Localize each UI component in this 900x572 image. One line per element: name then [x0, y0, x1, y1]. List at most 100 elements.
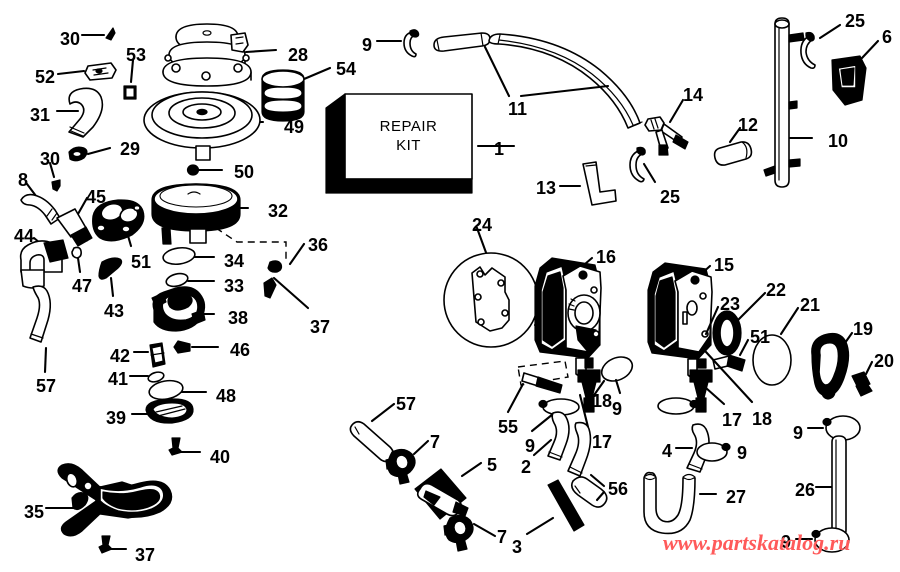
callout-18-clip: 18: [592, 391, 613, 411]
part-7-clamp-a: [385, 439, 430, 485]
callout-48-gasket: 48: [216, 386, 237, 406]
part-10-fuel-rail: [763, 17, 814, 188]
part-32-bowl: [151, 183, 250, 245]
part-11-fuel-hose-long: [433, 32, 643, 129]
callout-6-bracket: 6: [882, 27, 893, 47]
part-9-hose-clamp-right1: [806, 415, 861, 441]
part-3-spring: [525, 479, 585, 536]
part-31-hose: [55, 87, 104, 138]
part-19-float: [811, 331, 854, 400]
part-54-bellows: [261, 66, 332, 122]
part-8-hose: [20, 182, 61, 225]
callout-38-valve-body: 38: [228, 308, 249, 328]
part-47-pin: [71, 246, 82, 274]
callout-37-screw: 37: [310, 317, 331, 337]
part-57-tube-left: [29, 285, 52, 374]
part-35-pliers: [44, 463, 173, 537]
part-22-seal-ring: [712, 291, 767, 356]
callout-34-gasket: 34: [224, 251, 245, 271]
callout-12-sleeve: 12: [738, 115, 759, 135]
part-52-clamp-bracket: [56, 62, 117, 81]
callout-24-gasket-detail: 24: [472, 215, 493, 235]
part-16-carburetor-upper: [534, 256, 602, 377]
part-37-screw-upper: [263, 276, 310, 310]
part-9-hose-clamp-c3: [657, 397, 699, 415]
callout-16-carburetor-upper: 16: [596, 247, 617, 267]
callout-2-hose: 2: [521, 457, 532, 477]
callout-1-repair-kit: 1: [494, 139, 505, 159]
callout-50-screw: 50: [234, 162, 255, 182]
part-40-screw: [168, 437, 202, 456]
callout-30-screw: 30: [40, 149, 61, 169]
watermark: www.partskatalog.ru: [663, 530, 851, 555]
part-56-hose-b: [571, 473, 608, 508]
callout-28-air-silencer-cover: 28: [288, 45, 309, 65]
part-21-o-ring: [752, 306, 800, 386]
callout-45-bolt: 45: [86, 187, 107, 207]
part-45-bolt: [56, 196, 93, 247]
callout-10-fuel-rail: 10: [828, 131, 849, 151]
callout-17-fitting: 17: [722, 410, 743, 430]
part-56-hose-a: [567, 421, 592, 477]
callout-49-flame-arrestor: 49: [284, 117, 305, 137]
callout-57-tube: 57: [396, 394, 417, 414]
callout-51-bolt: 51: [131, 252, 152, 272]
callout-35-pliers-tool: 35: [24, 502, 45, 522]
callout-5-filter: 5: [487, 455, 498, 475]
part-9-hose-clamp-c4: [696, 442, 731, 462]
part-2-hose: [532, 411, 570, 461]
part-5-filter: [414, 461, 483, 520]
callout-9-hose-clamp: 9: [737, 443, 748, 463]
callout-27-u-hose: 27: [726, 487, 747, 507]
callout-53-grommet: 53: [126, 45, 147, 65]
callout-9-hose-clamp: 9: [525, 436, 536, 456]
part-34-gasket: [162, 246, 216, 266]
callout-9-hose-clamp: 9: [793, 423, 804, 443]
callout-47-pin: 47: [72, 276, 93, 296]
callout-21-o-ring: 21: [800, 295, 821, 315]
callout-25-retaining-clip: 25: [660, 187, 681, 207]
callout-41-o-ring: 41: [108, 369, 129, 389]
part-27-u-hose: [643, 471, 718, 535]
callout-55-bolt: 55: [498, 417, 519, 437]
callout-19-float: 19: [853, 319, 874, 339]
callout-43-clip: 43: [104, 301, 125, 321]
part-53-grommet: [123, 58, 137, 100]
part-49-flame-arrestor: [143, 91, 265, 161]
part-15-carburetor-lower: [647, 262, 713, 378]
callout-23-washer: 23: [720, 294, 741, 314]
callout-56-hose: 56: [608, 479, 629, 499]
part-18-fitting-upper: [577, 357, 606, 413]
part-28-air-silencer-cover: [162, 23, 278, 87]
part-29-seal: [68, 146, 112, 162]
part-1-repair-kit-box: [325, 93, 516, 194]
part-9-hose-clamp-c2: [530, 398, 580, 433]
part-57-tube-center: [349, 402, 396, 463]
callout-11-fuel-hose-long: 11: [508, 99, 528, 119]
callout-31-hose: 31: [30, 105, 51, 125]
callout-40-screw: 40: [210, 447, 231, 467]
callout-57-tube: 57: [36, 376, 57, 396]
callout-18-clip: 18: [752, 409, 773, 429]
callout-3-spring: 3: [512, 537, 523, 557]
callout-30-screw: 30: [60, 29, 81, 49]
callout-9-hose-clamp: 9: [362, 35, 373, 55]
part-30-screw-mid: [48, 161, 61, 192]
callout-7-clamp: 7: [497, 527, 508, 547]
part-55-bolt: [506, 360, 569, 414]
callout-32-bowl: 32: [268, 201, 289, 221]
callout-36-pin: 36: [308, 235, 329, 255]
callout-26-tube: 26: [795, 480, 816, 500]
callout-54-bellows: 54: [336, 59, 357, 79]
callout-20-screw: 20: [874, 351, 895, 371]
callout-39-cap: 39: [106, 408, 127, 428]
callout-52-clamp-bracket: 52: [35, 67, 56, 87]
callout-9-hose-clamp: 9: [781, 532, 792, 552]
callout-13-bracket-l: 13: [536, 178, 557, 198]
part-18-fitting-lower: [689, 350, 754, 413]
part-44-elbow-hose: [19, 236, 69, 289]
callout-7-clamp: 7: [430, 432, 441, 452]
callout-42-bushing: 42: [110, 346, 131, 366]
part-37-screw-bottom: [98, 535, 128, 554]
